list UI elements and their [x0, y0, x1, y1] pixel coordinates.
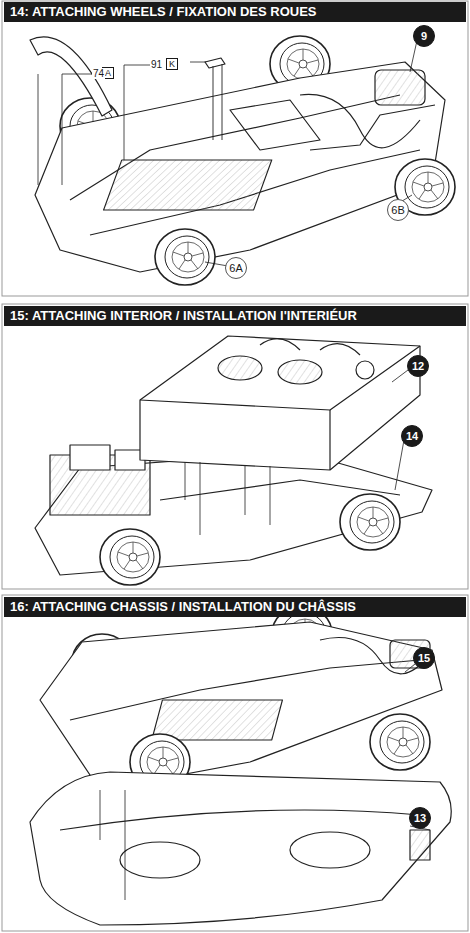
callout-number: 6A	[225, 257, 247, 279]
part-tree-box: K	[166, 58, 178, 70]
callout-number: 13	[409, 807, 431, 829]
part-number: 91	[150, 59, 163, 70]
node-text: 14: ATTACHING WHEELS / FIXATION DES ROUE…	[10, 4, 316, 19]
node-text: 14	[406, 430, 418, 442]
node-text: 15: ATTACHING INTERIOR / INSTALLATION l'…	[10, 308, 357, 323]
callout-number: 6B	[387, 199, 409, 221]
node-text: 6B	[391, 204, 404, 216]
callout-number: 15	[413, 647, 435, 669]
callout-number: 9	[413, 25, 435, 47]
node-text: A	[105, 68, 111, 78]
step-header: 14: ATTACHING WHEELS / FIXATION DES ROUE…	[4, 2, 466, 22]
node-text: 13	[414, 812, 426, 824]
node-text: K	[169, 59, 175, 69]
callout-number: 14	[401, 425, 423, 447]
node-text: 16: ATTACHING CHASSIS / INSTALLATION DU …	[10, 599, 356, 614]
step-header: 15: ATTACHING INTERIOR / INSTALLATION l'…	[4, 306, 466, 326]
part-number: 74	[92, 68, 105, 79]
node-text: 15	[418, 652, 430, 664]
step-header: 16: ATTACHING CHASSIS / INSTALLATION DU …	[4, 597, 466, 617]
node-text: 12	[412, 360, 424, 372]
node-text: 6A	[229, 262, 242, 274]
node-text: 9	[421, 30, 427, 42]
callout-number: 12	[407, 355, 429, 377]
